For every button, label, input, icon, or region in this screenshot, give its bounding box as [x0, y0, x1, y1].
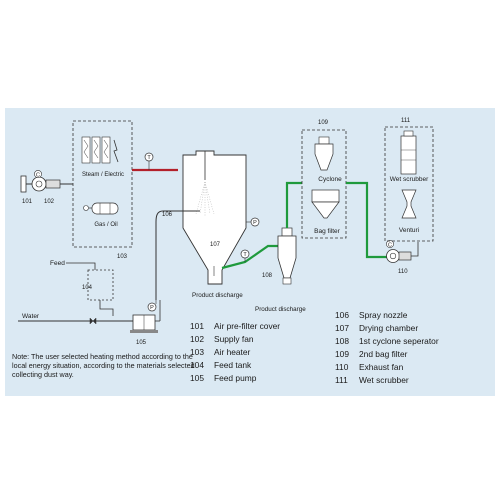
- pressure-gauge-feed: [147, 302, 157, 312]
- label-104: 104: [82, 285, 93, 291]
- label-101: 101: [22, 199, 33, 205]
- bag-filter-label: Bag filter: [314, 228, 340, 235]
- temperature-gauge-outlet: [240, 249, 250, 259]
- drying-chamber: [182, 150, 247, 285]
- wet-scrubber-box: [384, 126, 434, 242]
- bag-filter-unit: [311, 189, 340, 219]
- temperature-gauge-inlet: [144, 152, 154, 162]
- svg-text:T: T: [147, 155, 151, 161]
- svg-text:P: P: [253, 220, 257, 226]
- gas-oil-label: Gas / Oil: [94, 222, 117, 228]
- product-discharge-label-2: Product discharge: [255, 306, 306, 313]
- feed-pump: [130, 314, 158, 333]
- supply-fan: C: [31, 170, 61, 192]
- cyclone-label: Cyclone: [318, 176, 342, 183]
- label-106: 106: [162, 212, 173, 218]
- svg-text:P: P: [150, 305, 154, 311]
- feed-line: [155, 210, 200, 300]
- exhaust-line-1: [221, 244, 278, 270]
- feed-tank: [87, 269, 114, 301]
- cyclone-unit: [314, 136, 334, 171]
- svg-text:T: T: [243, 252, 247, 258]
- product-discharge-label-1: Product discharge: [192, 292, 243, 299]
- exhaust-fan-symbol: C: [388, 242, 392, 248]
- label-107: 107: [210, 242, 221, 248]
- wet-scrubber-unit: [400, 130, 417, 175]
- label-103: 103: [117, 254, 128, 260]
- exhaust-fan: C: [386, 240, 412, 263]
- venturi-unit: [401, 189, 417, 219]
- exhaust-line-2: [285, 181, 302, 228]
- feed-label: Feed: [50, 260, 65, 267]
- label-108: 108: [262, 273, 273, 279]
- fan-symbol: C: [36, 173, 40, 179]
- label-110: 110: [398, 269, 408, 275]
- exhaust-line-3: [346, 181, 387, 259]
- venturi-label: Venturi: [399, 227, 419, 234]
- wet-scrubber-label: Wet scrubber: [390, 176, 429, 183]
- label-111: 111: [401, 118, 411, 124]
- label-105: 105: [136, 340, 147, 346]
- first-cyclone: [277, 227, 297, 285]
- water-label: Water: [22, 313, 40, 320]
- note-text: Note: The user selected heating method a…: [12, 352, 195, 380]
- steam-electric-label: Steam / Electric: [82, 172, 124, 178]
- air-pre-filter: [20, 175, 32, 193]
- label-109: 109: [318, 120, 329, 126]
- pressure-gauge-chamber: [250, 217, 260, 227]
- label-102: 102: [44, 199, 55, 205]
- water-valve: [89, 317, 97, 325]
- air-heater-box: Steam / Electric Gas / Oil: [72, 120, 133, 248]
